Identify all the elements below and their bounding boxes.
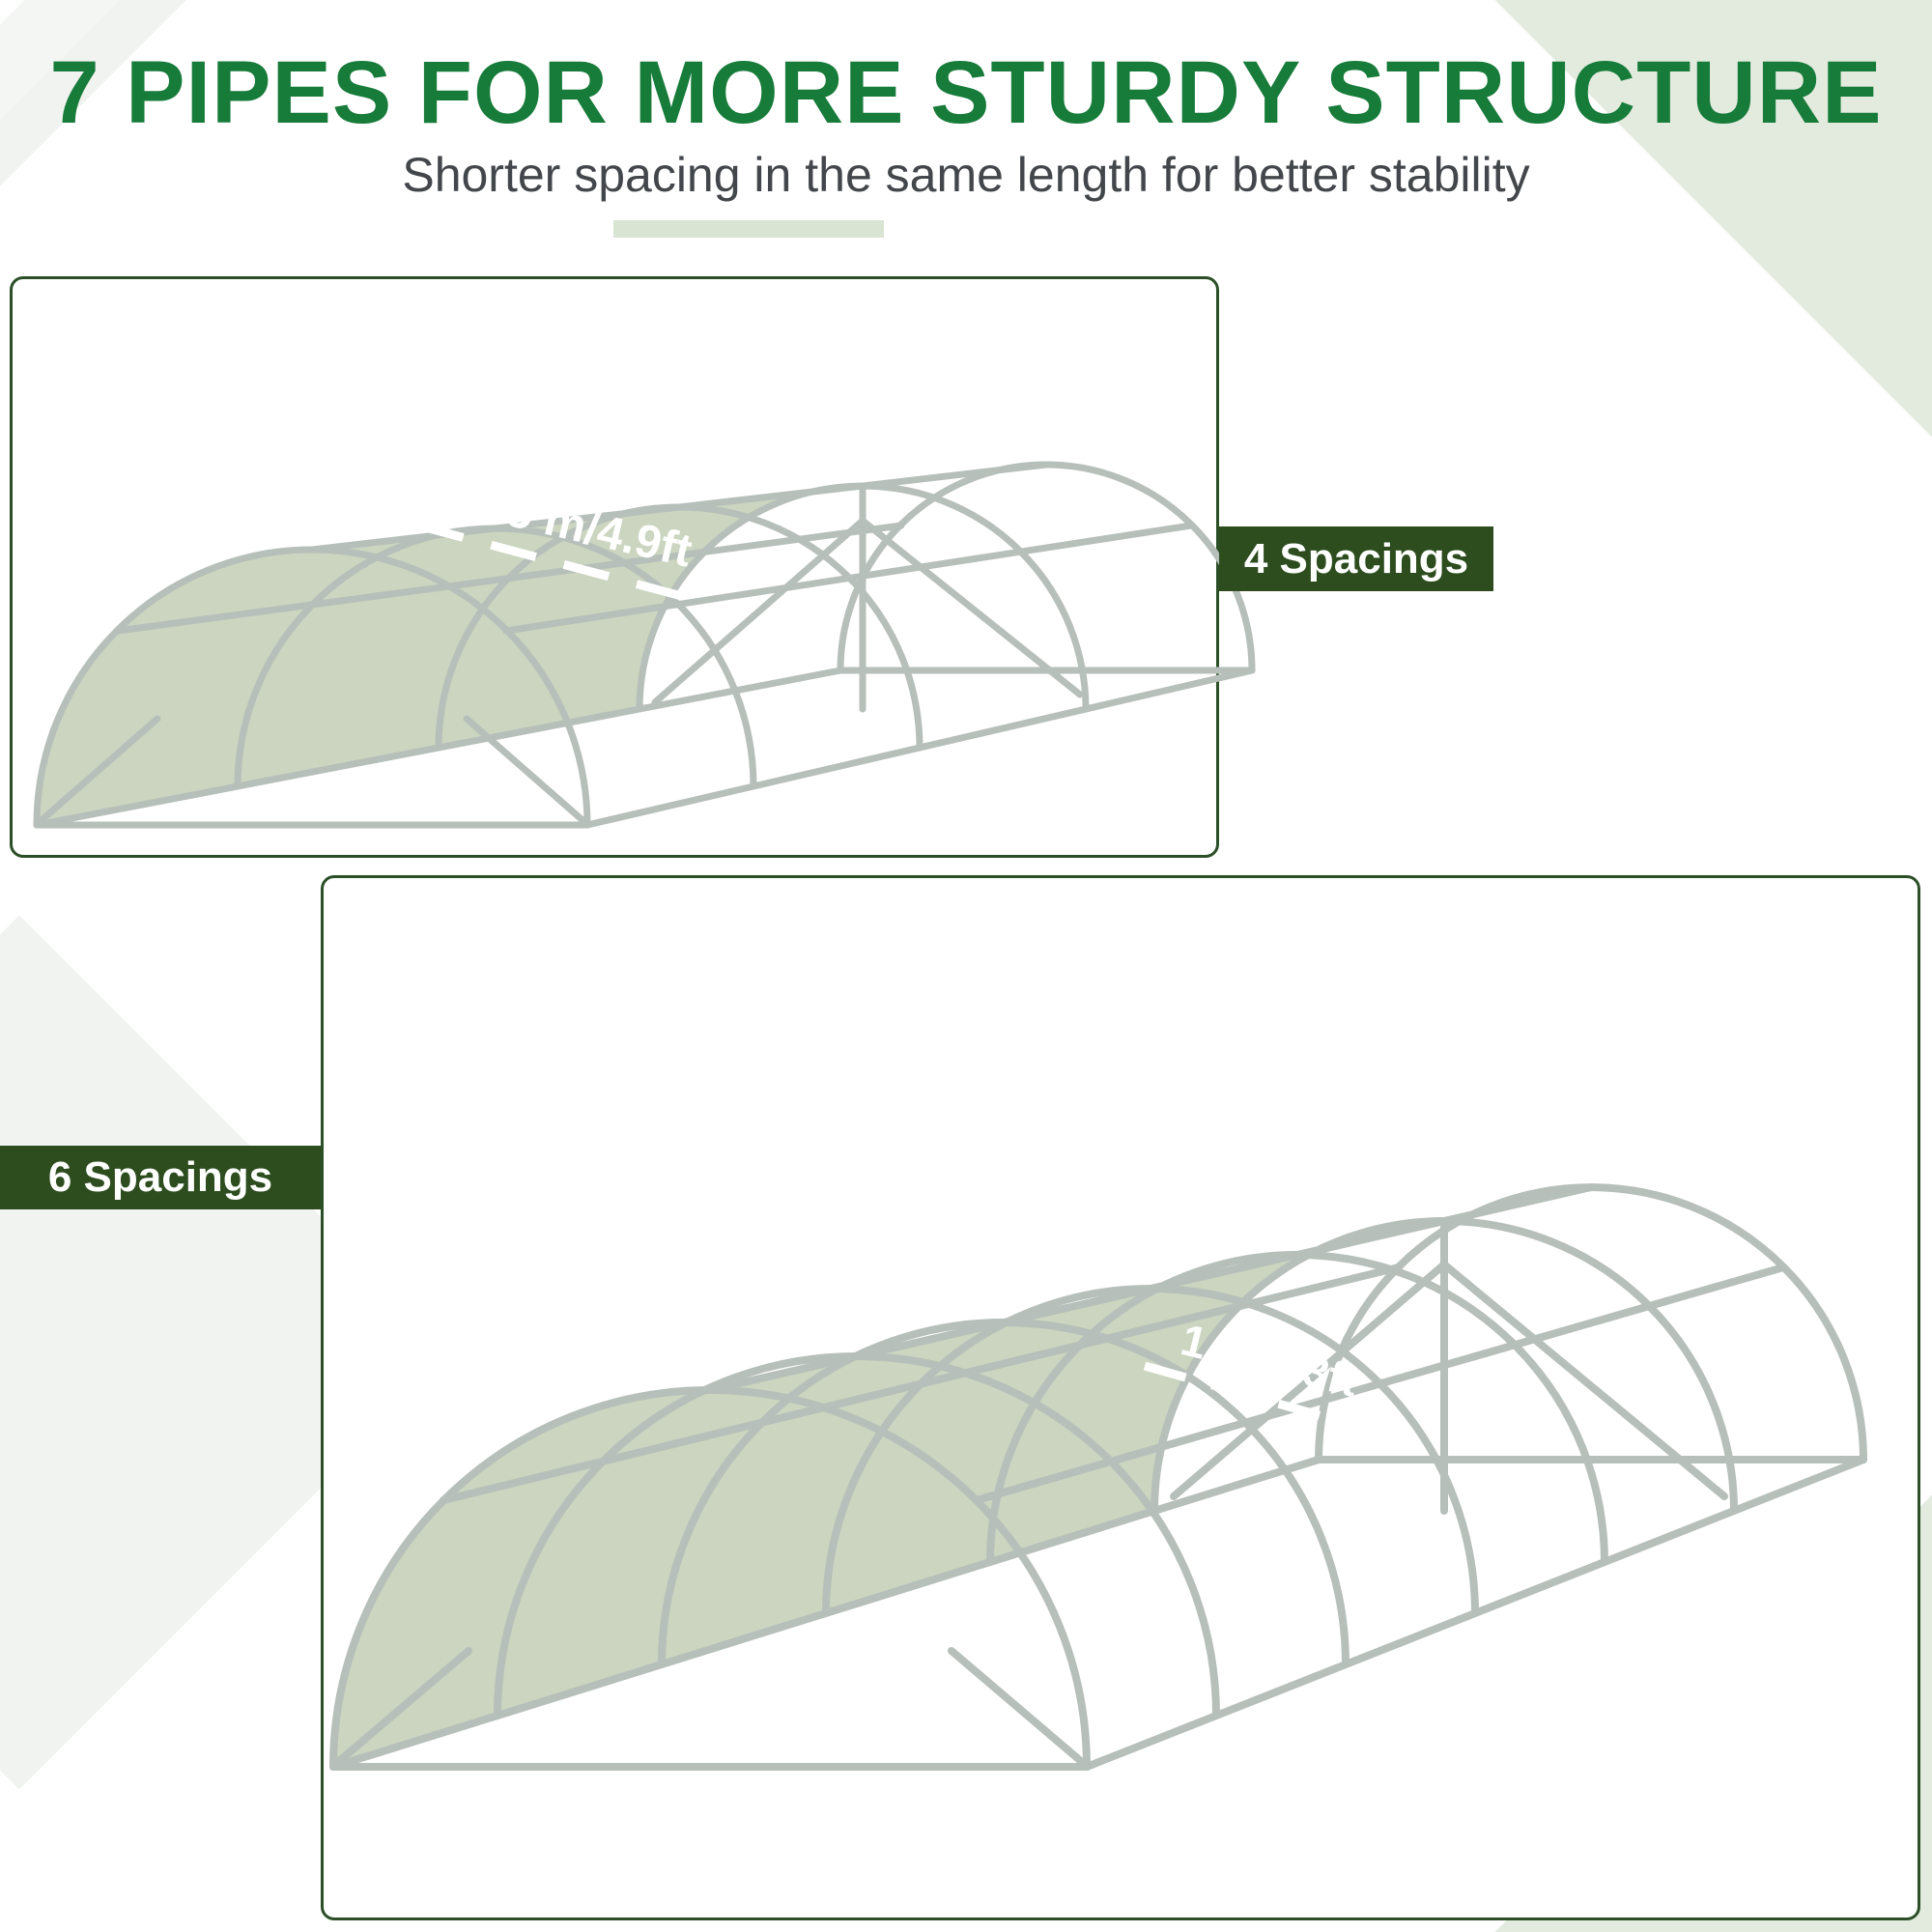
page-subtitle: Shorter spacing in the same length for b…	[402, 148, 1530, 202]
measurement-label: 1 m/3.3ft	[1177, 1314, 1364, 1406]
frame-rails	[33, 461, 1256, 829]
spacing-badge-4-text: 4 Spacings	[1243, 534, 1469, 582]
panel-6-spacings: 1 m/3.3ft	[321, 875, 1920, 1920]
greenhouse-frame-4-spacings-illustration: 1.5 m/4.9ft	[33, 461, 1256, 829]
frame-door-braces	[38, 482, 1084, 824]
panel-4-spacings: 1.5 m/4.9ft	[10, 276, 1256, 858]
spacing-badge-6: 6 Spacings	[0, 1146, 321, 1209]
greenhouse-frame-6-spacings-illustration: 1 m/3.3ft	[329, 1183, 1867, 1771]
measurement-dashed-line	[1143, 1361, 1369, 1434]
spacing-badge-4: 4 Spacings	[1219, 526, 1493, 591]
spacing-badge-6-text: 6 Spacings	[47, 1153, 273, 1201]
measurement-dashed-line	[416, 521, 691, 603]
frame-door-braces	[334, 1217, 1728, 1766]
accent-underline-bar	[613, 220, 884, 238]
page-title: 7 PIPES FOR MORE STURDY STRUCTURE	[49, 43, 1883, 142]
